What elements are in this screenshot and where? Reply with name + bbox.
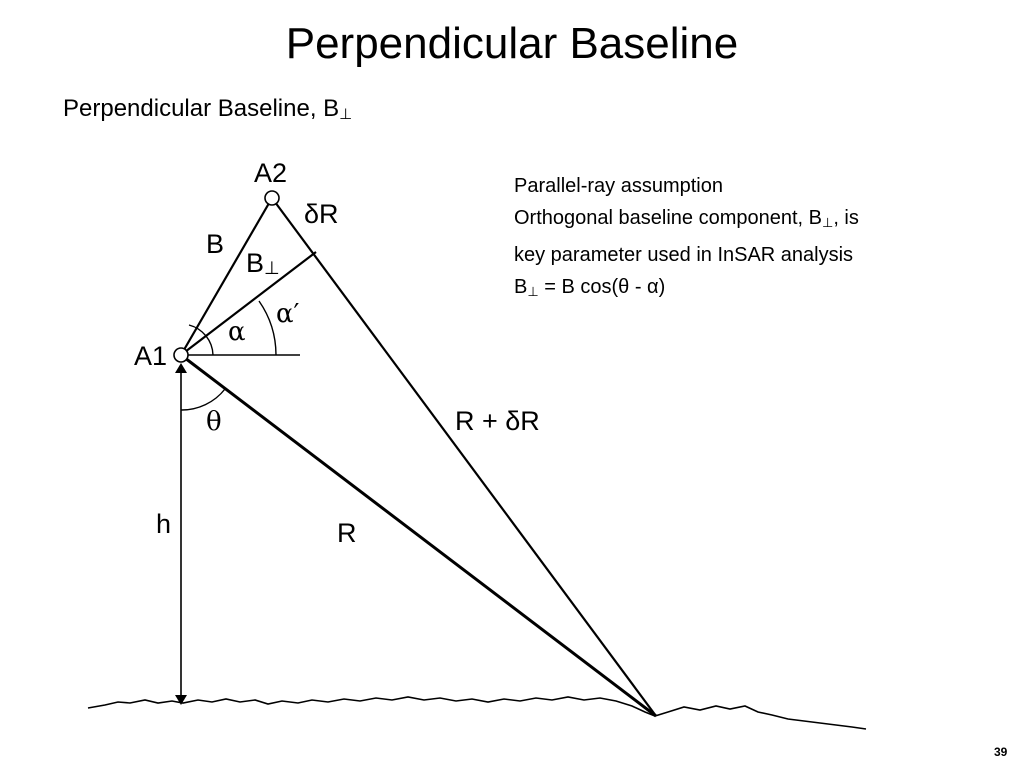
baseline-b-line xyxy=(180,197,273,356)
label-alpha-prime: α′ xyxy=(276,299,300,329)
label-b: B xyxy=(206,229,224,259)
note-orthogonal-suffix: , is xyxy=(833,207,859,229)
label-alpha: α xyxy=(228,317,246,347)
subtitle-perp-subscript: ⊥ xyxy=(339,106,353,123)
antenna-a1-marker xyxy=(173,347,189,363)
label-a1: A1 xyxy=(134,341,167,371)
label-b-perp: B⊥ xyxy=(246,248,280,278)
note-orthogonal-text: Orthogonal baseline component, B xyxy=(514,207,822,229)
ground-surface xyxy=(87,696,867,730)
label-theta: θ xyxy=(206,407,222,437)
formula-rest: = B cos(θ - α) xyxy=(538,276,666,298)
alpha-prime-arc xyxy=(258,300,277,356)
alpha-arc xyxy=(188,324,214,356)
slide-subtitle: Perpendicular Baseline, B⊥ xyxy=(63,93,352,131)
subtitle-text: Perpendicular Baseline, B xyxy=(63,95,340,122)
theta-arc xyxy=(180,388,226,411)
note-line-key-parameter: key parameter used in InSAR analysis xyxy=(514,244,854,266)
note-orthogonal-subscript: ⊥ xyxy=(821,215,834,230)
label-delta-r: δR xyxy=(304,199,339,229)
note-formula: B⊥ = B cos(θ - α) xyxy=(514,271,984,308)
label-a2: A2 xyxy=(254,158,287,188)
page-number: 39 xyxy=(994,745,1008,759)
antenna-a2-marker xyxy=(264,190,280,206)
range-line-r xyxy=(180,353,657,718)
label-r-plus-delta-r: R + δR xyxy=(455,406,540,436)
range-line-r-plus-delta-r xyxy=(271,197,657,717)
notes-block: Parallel-ray assumption Orthogonal basel… xyxy=(514,170,984,308)
note-line-orthogonal: Orthogonal baseline component, B⊥, is xyxy=(514,202,984,239)
label-b-perp-base: B xyxy=(246,248,264,278)
formula-b: B xyxy=(514,276,528,298)
note-line-parallel-ray: Parallel-ray assumption xyxy=(514,175,723,197)
label-h: h xyxy=(156,509,171,539)
label-b-perp-subscript: ⊥ xyxy=(264,258,280,278)
label-r: R xyxy=(337,518,357,548)
slide-title: Perpendicular Baseline xyxy=(285,19,739,68)
perpendicular-baseline-line xyxy=(180,251,317,356)
formula-subscript: ⊥ xyxy=(527,284,539,299)
